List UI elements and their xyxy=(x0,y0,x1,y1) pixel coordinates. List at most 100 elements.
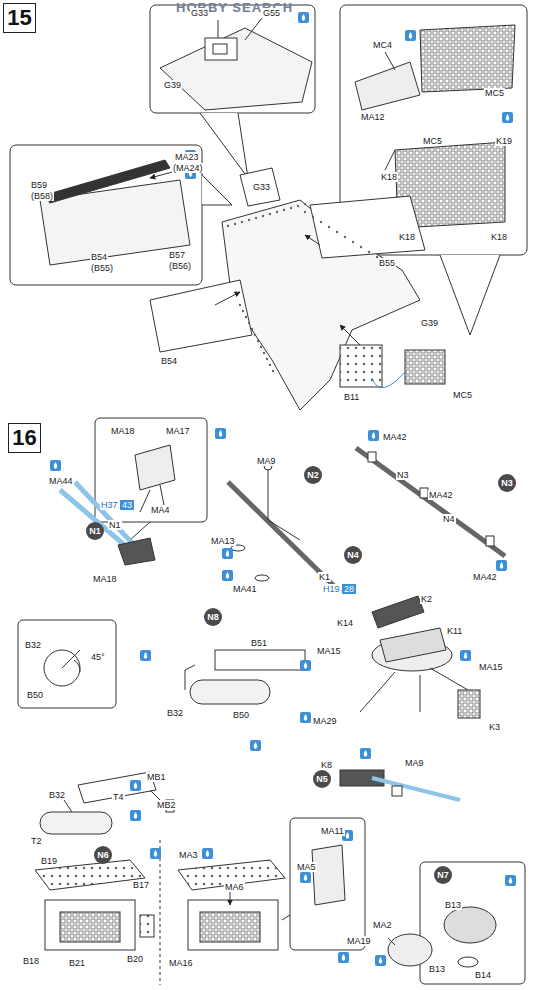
bolt xyxy=(234,223,236,225)
callout-circle: N1 xyxy=(86,522,104,540)
callout-circle: N2 xyxy=(304,466,322,484)
part-number: N3 xyxy=(396,470,410,480)
part-number: K18 xyxy=(398,232,416,242)
part-number: MA41 xyxy=(232,584,258,594)
part-number: B50 xyxy=(232,710,250,720)
part-number: MA29 xyxy=(312,716,338,726)
bolt xyxy=(360,246,362,248)
part-number: MA2 xyxy=(372,920,393,930)
part-number: T2 xyxy=(30,836,43,846)
bolt xyxy=(248,322,250,324)
bolt xyxy=(344,236,346,238)
part-number: MA13 xyxy=(210,536,236,546)
glue-icon xyxy=(250,740,261,751)
part-number: MA42 xyxy=(472,572,498,582)
callout-text: N6 xyxy=(97,850,109,860)
part-number: MA4 xyxy=(150,505,171,515)
bolt xyxy=(241,221,243,223)
part-number: B54 xyxy=(160,356,178,366)
part-number: MA9 xyxy=(404,758,425,768)
glue-icon xyxy=(202,848,213,859)
step-number-box: 16 xyxy=(8,423,41,453)
part-number: K8 xyxy=(320,760,333,770)
part-number: G39 xyxy=(420,318,439,328)
step-16-art xyxy=(18,418,525,985)
bolt xyxy=(251,328,253,330)
bolt xyxy=(304,211,306,213)
part-number: MA16 xyxy=(168,958,194,968)
part-number: MA18 xyxy=(92,574,118,584)
bolt xyxy=(368,251,370,253)
glue-icon xyxy=(215,428,226,439)
part-number: K1 xyxy=(318,572,331,582)
part-number: B11 xyxy=(343,392,360,402)
part-number: MA12 xyxy=(360,112,386,122)
bolt xyxy=(272,370,274,372)
callout-circle: N3 xyxy=(498,474,516,492)
part-number: 28 xyxy=(342,584,356,594)
part-number: B13 xyxy=(428,964,446,974)
glue-icon xyxy=(298,12,309,23)
bolt xyxy=(266,358,268,360)
bolt xyxy=(254,334,256,336)
bolt xyxy=(290,207,292,209)
part-number: N4 xyxy=(442,514,456,524)
part-number: MA44 xyxy=(48,476,74,486)
step-number: 15 xyxy=(7,5,31,31)
bolt xyxy=(248,219,250,221)
part-number: H19 xyxy=(322,584,341,594)
part-number: B55 xyxy=(378,258,396,268)
bolt xyxy=(304,203,306,205)
part-number: MA18 xyxy=(110,426,136,436)
callout-text: N3 xyxy=(501,478,513,488)
bolt xyxy=(269,213,271,215)
bolt xyxy=(262,215,264,217)
part-number: (B58) xyxy=(30,191,54,201)
part-number: B54 xyxy=(90,252,108,262)
glue-icon xyxy=(460,650,471,661)
bolt xyxy=(242,310,244,312)
glue-icon xyxy=(300,712,311,723)
part-number: B13 xyxy=(444,900,462,910)
part-number: B18 xyxy=(22,956,40,966)
part-number: H37 xyxy=(100,500,119,510)
part-number: K3 xyxy=(488,722,501,732)
part-number: B14 xyxy=(474,970,492,980)
part-number: K14 xyxy=(336,618,354,628)
glue-icon xyxy=(130,810,141,821)
callout-text: N4 xyxy=(347,550,359,560)
callout-text: N5 xyxy=(316,774,328,784)
glue-icon xyxy=(405,30,416,41)
part-number: MC5 xyxy=(484,88,505,98)
callout-circle: N8 xyxy=(204,608,222,626)
part-number: MC5 xyxy=(422,136,443,146)
part-number: N1 xyxy=(108,520,122,530)
part-number: K11 xyxy=(446,626,463,636)
part-number: MA3 xyxy=(178,850,199,860)
glue-icon xyxy=(505,875,516,886)
part-number: MA23 xyxy=(174,152,200,162)
part-number: MA17 xyxy=(165,426,191,436)
part-number: B20 xyxy=(126,954,144,964)
part-number: B32 xyxy=(166,708,184,718)
callout-text: N7 xyxy=(437,870,449,880)
part-number: (B55) xyxy=(90,263,114,273)
part-number: B32 xyxy=(48,790,66,800)
glue-icon xyxy=(222,548,233,559)
part-number: (B56) xyxy=(168,261,192,271)
bolt xyxy=(283,209,285,211)
bolt-rows xyxy=(227,203,394,372)
part-number: G39 xyxy=(163,80,182,90)
part-number: MA9 xyxy=(256,456,277,466)
glue-icon xyxy=(502,112,513,123)
part-number: MC4 xyxy=(372,40,393,50)
part-number: B32 xyxy=(24,640,42,650)
part-number: B21 xyxy=(68,958,86,968)
glue-icon xyxy=(360,748,371,759)
part-number: K19 xyxy=(495,136,513,146)
bolt xyxy=(269,364,271,366)
part-number: B17 xyxy=(132,880,150,890)
part-number: MB1 xyxy=(146,772,167,782)
part-number: B50 xyxy=(26,690,44,700)
callout-text: N1 xyxy=(89,526,101,536)
